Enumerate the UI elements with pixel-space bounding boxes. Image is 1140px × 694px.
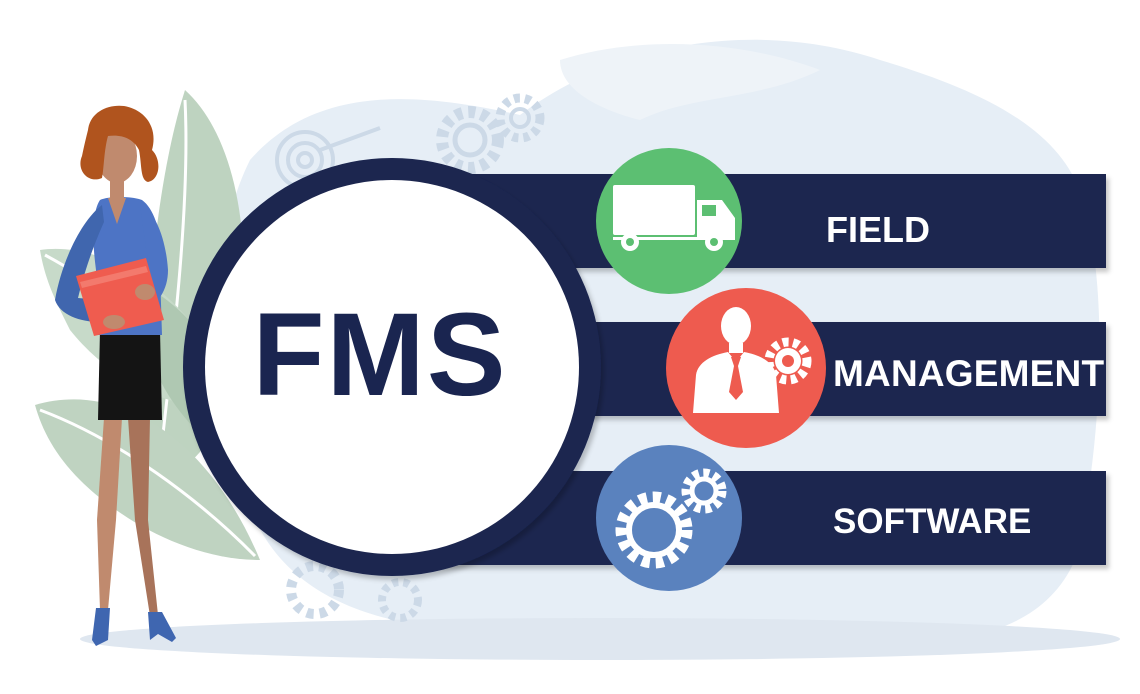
background-blob-light <box>560 43 820 120</box>
field-badge <box>596 148 742 294</box>
manager-gear-icon <box>693 307 812 413</box>
management-badge <box>666 288 826 448</box>
word-software: SOFTWARE <box>833 502 1032 541</box>
businesswoman-figure <box>55 105 176 646</box>
floor-shadow <box>80 618 1120 660</box>
word-management: MANAGEMENT <box>833 353 1105 394</box>
software-badge <box>596 445 742 591</box>
word-field: FIELD <box>826 209 930 250</box>
gears-icon <box>615 468 727 569</box>
folder-icon <box>76 258 164 336</box>
band-management <box>560 322 1106 416</box>
acronym-circle <box>205 180 579 554</box>
truck-icon <box>613 185 735 251</box>
acronym-title: FMS <box>252 289 508 421</box>
background-gears <box>275 93 545 622</box>
